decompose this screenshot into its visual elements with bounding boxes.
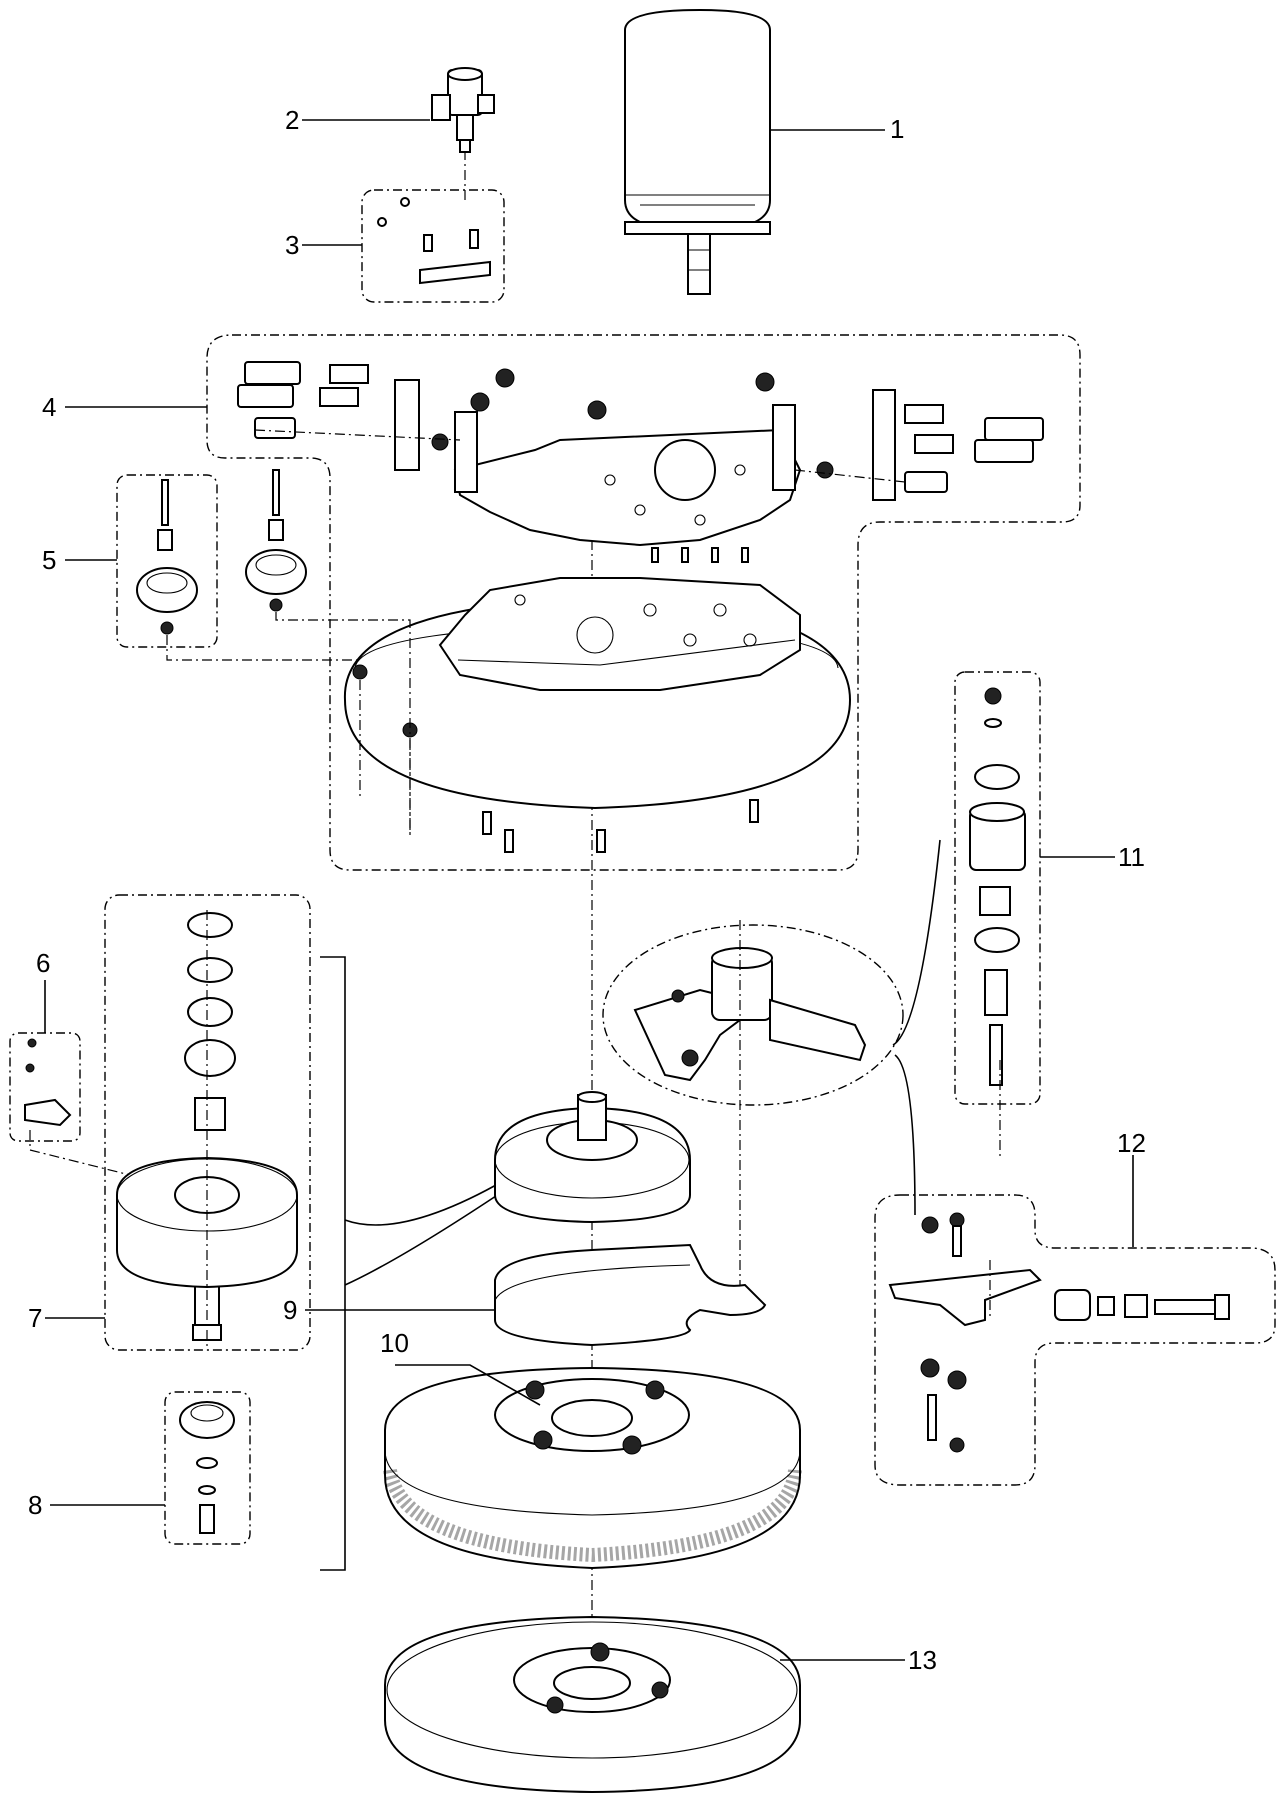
brush-housing: [343, 577, 852, 810]
drive-pulley: [494, 1091, 691, 1224]
callout-3: 3: [285, 230, 300, 260]
kit-box-5: [116, 474, 218, 648]
bracket-line: [320, 956, 346, 1571]
callout-8: 8: [28, 1490, 43, 1520]
motor: [624, 8, 771, 295]
callout-13: 13: [908, 1645, 937, 1675]
kit-box-4: [206, 334, 1081, 871]
kit-box-7: [104, 894, 311, 1351]
leader-pulley-top: [344, 1179, 506, 1226]
kit-box-8: [164, 1391, 251, 1545]
kit-box-3: [361, 189, 505, 303]
callout-2: 2: [285, 105, 300, 135]
pivot-arm: [633, 947, 867, 1082]
kit-box-6: [9, 1032, 81, 1142]
housing-screws: [482, 547, 759, 853]
callout-4: 4: [42, 392, 57, 422]
sensor-kit-parts: [24, 1038, 72, 1127]
callout-9: 9: [283, 1295, 298, 1325]
callout-11: 11: [1118, 842, 1145, 872]
callout-7: 7: [28, 1303, 43, 1333]
callout-12: 12: [1117, 1128, 1146, 1158]
roller-wheels: [136, 469, 307, 635]
plate-bolts: [237, 361, 1044, 493]
bolt-axis-right: [794, 469, 906, 483]
mounting-plate: [394, 379, 896, 547]
solenoid-valve: [431, 67, 495, 153]
lower-bearing-parts: [179, 1401, 235, 1534]
tension-kit-parts: [888, 1212, 1230, 1453]
kit-box-11: [954, 671, 1041, 1105]
scrub-brush: [383, 1366, 802, 1570]
roller-axis-1: [166, 635, 360, 661]
detail-ellipse: [602, 924, 904, 1106]
leader-pivot-12: [894, 1054, 916, 1216]
callout-1: 1: [890, 114, 905, 144]
callout-5: 5: [42, 545, 57, 575]
pivot-kit-parts: [969, 687, 1026, 1086]
roller-axis-2: [275, 612, 411, 835]
kit-3-parts: [377, 197, 491, 285]
callout-10: 10: [380, 1328, 409, 1358]
leader-pivot-11: [892, 839, 941, 1046]
pad-holder: [384, 1615, 801, 1794]
drive-belt: [494, 1243, 767, 1347]
bolt-axis-left: [254, 429, 461, 441]
callout-6: 6: [36, 948, 51, 978]
leader-10: [395, 1364, 541, 1406]
leader-pulley-bottom: [344, 1189, 506, 1286]
kit-box-12: [874, 1194, 1276, 1486]
